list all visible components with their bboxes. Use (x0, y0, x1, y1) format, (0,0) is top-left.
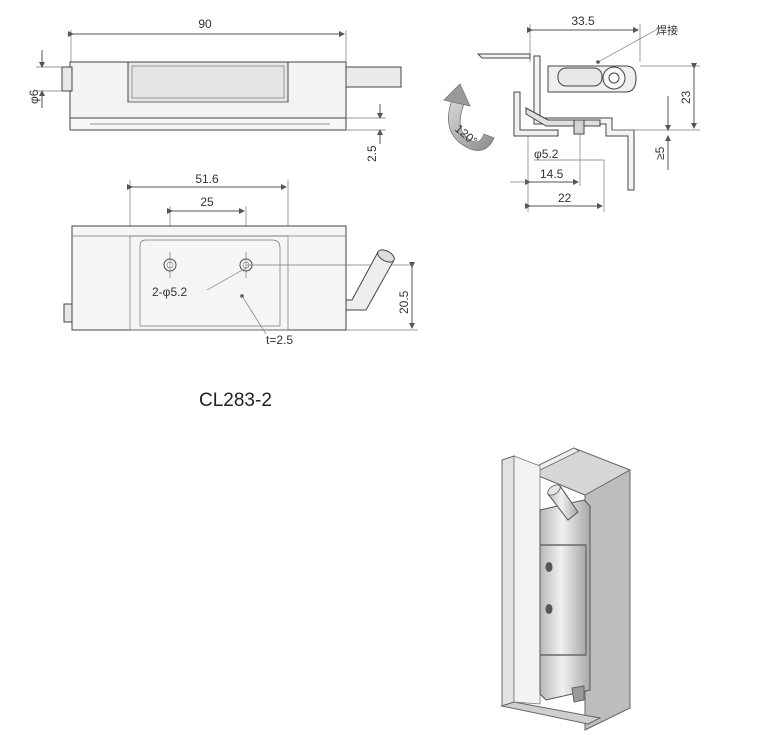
hinge-3d-render (500, 447, 631, 731)
dim-hole-span: 51.6 (195, 172, 219, 186)
dim-side-width: 33.5 (571, 14, 595, 28)
model-number: CL283-2 (199, 390, 272, 411)
dim-plate-thickness: 2.5 (365, 145, 379, 162)
label-holes: 2-φ5.2 (152, 285, 187, 299)
dim-height-20-5: 20.5 (397, 290, 411, 314)
dim-22: 22 (558, 191, 572, 205)
dim-hole-pitch: 25 (200, 195, 214, 209)
label-thickness: t=2.5 (266, 333, 293, 347)
dim-14-5: 14.5 (540, 167, 564, 181)
dim-gap: ≥5 (653, 146, 667, 160)
dim-width-90: 90 (198, 17, 212, 31)
side-view: 33.5 焊接 23 ≥5 φ5.2 14.5 (443, 14, 700, 212)
front-view: 51.6 25 2-φ5.2 t=2.5 20.5 (63, 172, 418, 347)
top-view: 90 φ6 2.5 (27, 17, 402, 162)
dim-side-height: 23 (679, 90, 693, 104)
dim-pin-dia: φ6 (27, 89, 41, 104)
label-weld: 焊接 (656, 23, 678, 37)
label-side-hole: φ5.2 (534, 147, 559, 161)
rotation-arrow-icon (448, 99, 495, 151)
